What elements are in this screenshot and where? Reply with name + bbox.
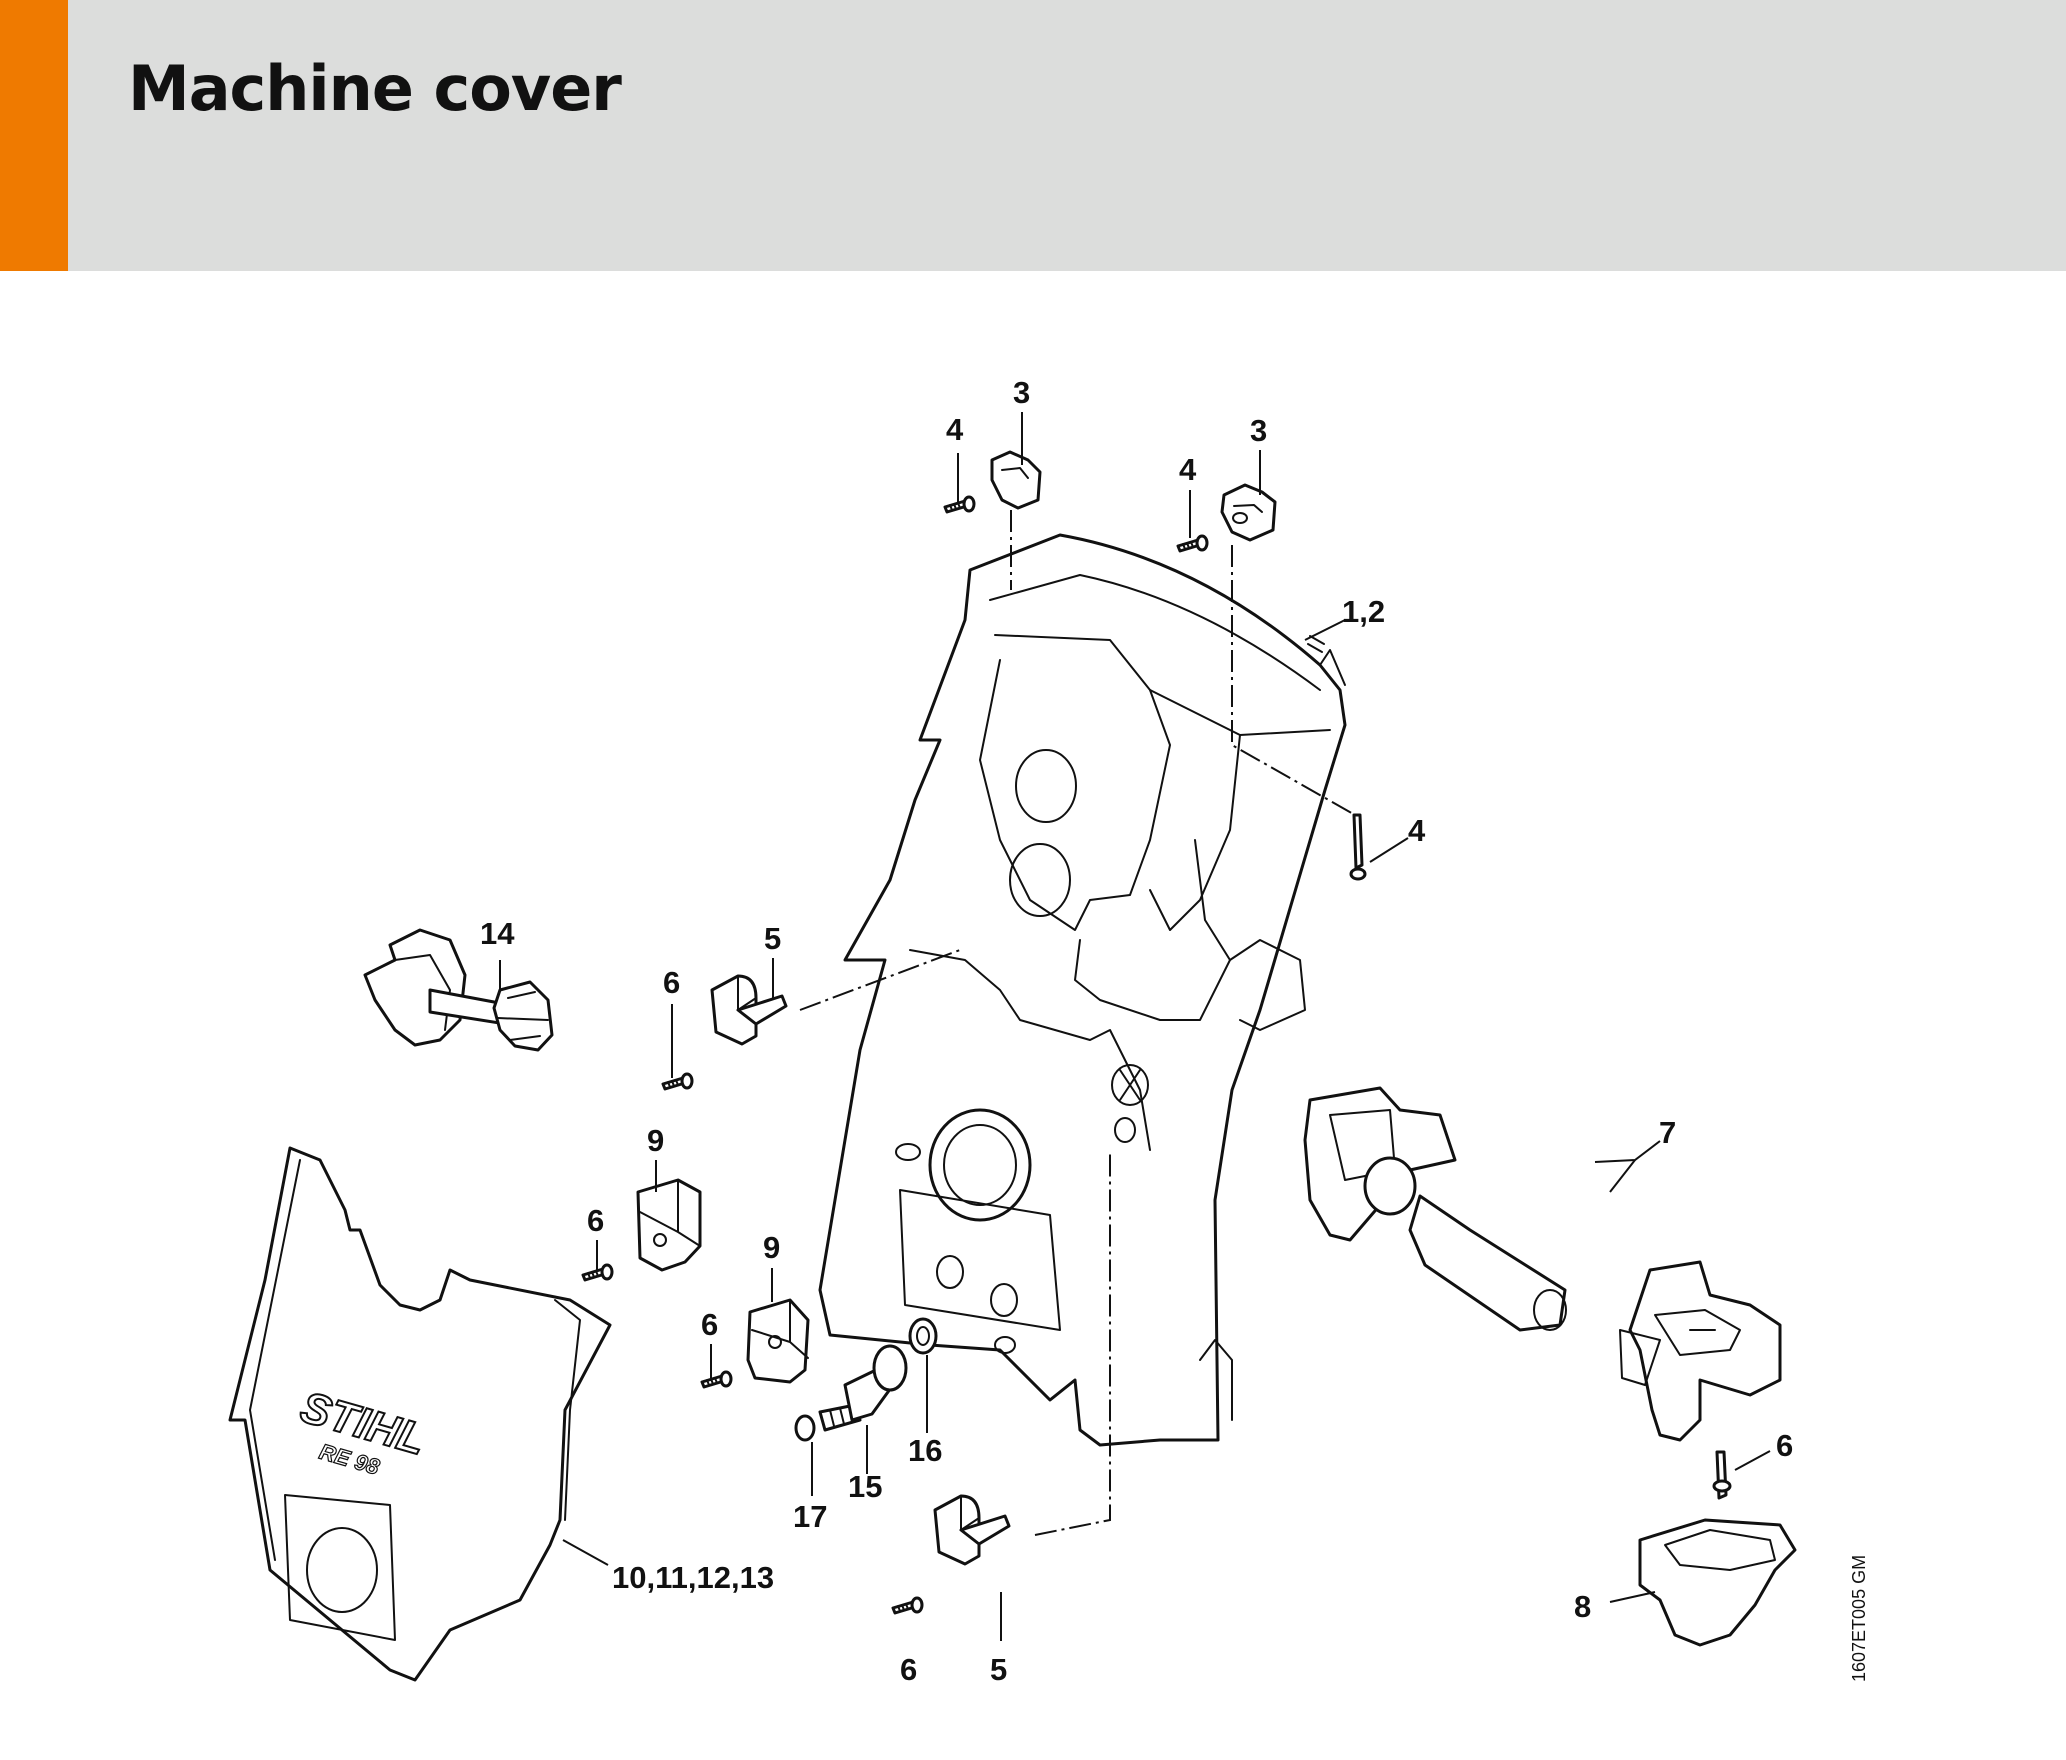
front-panel-part-10-13: STIHL RE 98 xyxy=(228,1146,612,1682)
centerline-guide-lower xyxy=(1034,1150,1111,1536)
callout-6-right: 6 xyxy=(1776,1428,1793,1463)
screw-part-6-a xyxy=(661,1072,694,1091)
callout-4-mid: 4 xyxy=(1179,452,1197,487)
callout-6-bottom: 6 xyxy=(900,1652,917,1687)
header-bar xyxy=(0,0,2066,271)
callout-8: 8 xyxy=(1574,1589,1591,1624)
hose-holder-part-7 xyxy=(1303,1086,1782,1442)
exploded-parts-diagram: STIHL RE 98 xyxy=(228,375,1869,1687)
o-ring-part-17 xyxy=(794,1414,816,1442)
guide-part-5-lower xyxy=(933,1494,1011,1566)
callout-7: 7 xyxy=(1659,1115,1676,1150)
leader-lines xyxy=(499,412,1771,1641)
seal-part-16 xyxy=(908,1317,938,1355)
accent-stripe xyxy=(0,0,68,271)
screw-part-4-c xyxy=(1349,813,1367,881)
centerline-clip-3-right xyxy=(1231,545,1356,816)
callout-6-upper: 6 xyxy=(663,965,680,1000)
callout-1-2: 1,2 xyxy=(1342,594,1385,629)
callout-14: 14 xyxy=(480,916,515,951)
machine-cover-housing xyxy=(818,533,1347,1447)
callout-labels: 3 4 3 4 1,2 4 14 5 6 7 9 6 9 6 16 6 15 1… xyxy=(480,375,1793,1687)
screw-part-4-b xyxy=(1176,534,1209,553)
callout-3-left: 3 xyxy=(1013,375,1030,410)
drawing-code: 1607ET005 GM xyxy=(1849,1555,1869,1682)
callout-6-left: 6 xyxy=(587,1203,604,1238)
switch-shaft-part-14 xyxy=(363,928,554,1052)
screw-part-4-a xyxy=(943,495,976,514)
callout-5-upper: 5 xyxy=(764,921,781,956)
bracket-part-9-lower xyxy=(746,1298,810,1384)
callout-4-left: 4 xyxy=(946,412,964,447)
callout-4-right: 4 xyxy=(1408,813,1426,848)
callout-16: 16 xyxy=(908,1433,942,1468)
connector-part-15 xyxy=(818,1344,908,1432)
callout-5-lower: 5 xyxy=(990,1652,1007,1687)
screw-part-6-e xyxy=(1712,1450,1732,1500)
screw-part-6-d xyxy=(891,1596,924,1615)
callout-10-13: 10,11,12,13 xyxy=(612,1560,774,1595)
callout-17: 17 xyxy=(793,1499,827,1534)
callout-9-upper: 9 xyxy=(647,1123,664,1158)
callout-6-lower-left: 6 xyxy=(701,1307,718,1342)
clip-part-3-left xyxy=(990,450,1042,510)
centerline-guide-upper xyxy=(799,949,961,1011)
callout-15: 15 xyxy=(848,1469,882,1504)
callout-3-right: 3 xyxy=(1250,413,1267,448)
screw-part-6-c xyxy=(700,1370,733,1389)
bracket-part-9-upper xyxy=(636,1178,702,1272)
holder-cap-part-8 xyxy=(1638,1518,1797,1647)
page-title: Machine cover xyxy=(128,52,622,125)
callout-9-lower: 9 xyxy=(763,1230,780,1265)
guide-part-5-upper xyxy=(710,974,788,1046)
clip-part-3-right xyxy=(1220,483,1277,542)
